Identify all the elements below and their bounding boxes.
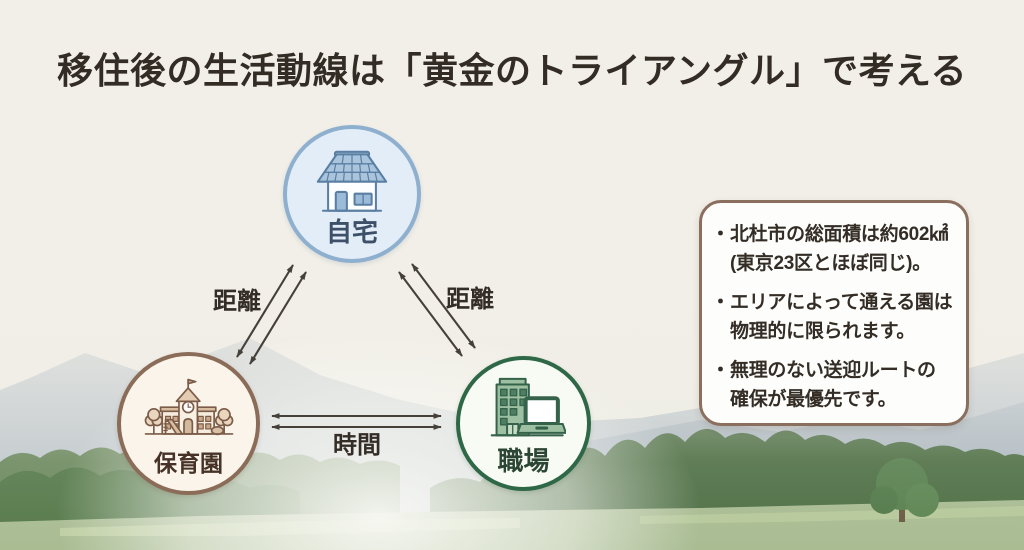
node-home-label: 自宅 <box>325 216 378 247</box>
office-laptop-icon <box>490 377 566 436</box>
nursery-school-icon <box>144 378 233 436</box>
page-title: 移住後の生活動線は「黄金のトライアングル」で考える <box>57 50 967 91</box>
info-item-text: 無理のない送迎ルートの 確保が最優先です。 <box>730 359 936 411</box>
node-workplace-label: 職場 <box>497 445 550 476</box>
node-nursery-label: 保育園 <box>154 450 223 476</box>
edge-label-time: 時間 <box>333 432 381 459</box>
info-item-area: ・ 北杜市の総面積は約602㎢ (東京23区とほぼ同じ)。 <box>711 220 958 279</box>
edge-nursery-workplace-arrows <box>271 413 442 430</box>
edge-label-distance-right: 距離 <box>446 286 494 313</box>
node-nursery: 保育園 <box>117 352 260 495</box>
info-item-text: 北杜市の総面積は約602㎢ (東京23区とほぼ同じ)。 <box>730 224 948 275</box>
edge-home-workplace-arrows <box>398 263 476 357</box>
bullet-dot: ・ <box>711 359 731 381</box>
info-item-text: エリアによって通える園は 物理的に限られます。 <box>730 291 953 343</box>
house-icon <box>316 150 388 212</box>
info-item-priority: ・ 無理のない送迎ルートの 確保が最優先です。 <box>711 356 958 415</box>
node-workplace: 職場 <box>456 356 591 491</box>
bullet-dot: ・ <box>711 291 731 313</box>
info-box: ・ 北杜市の総面積は約602㎢ (東京23区とほぼ同じ)。 ・ エリアによって通… <box>699 200 969 426</box>
info-item-limits: ・ エリアによって通える園は 物理的に限られます。 <box>711 288 958 347</box>
edge-home-nursery-arrows <box>236 264 307 365</box>
node-home: 自宅 <box>283 125 421 263</box>
info-list: ・ 北杜市の総面積は約602㎢ (東京23区とほぼ同じ)。 ・ エリアによって通… <box>711 220 958 415</box>
edge-label-distance-left: 距離 <box>213 288 261 315</box>
bullet-dot: ・ <box>711 224 731 245</box>
